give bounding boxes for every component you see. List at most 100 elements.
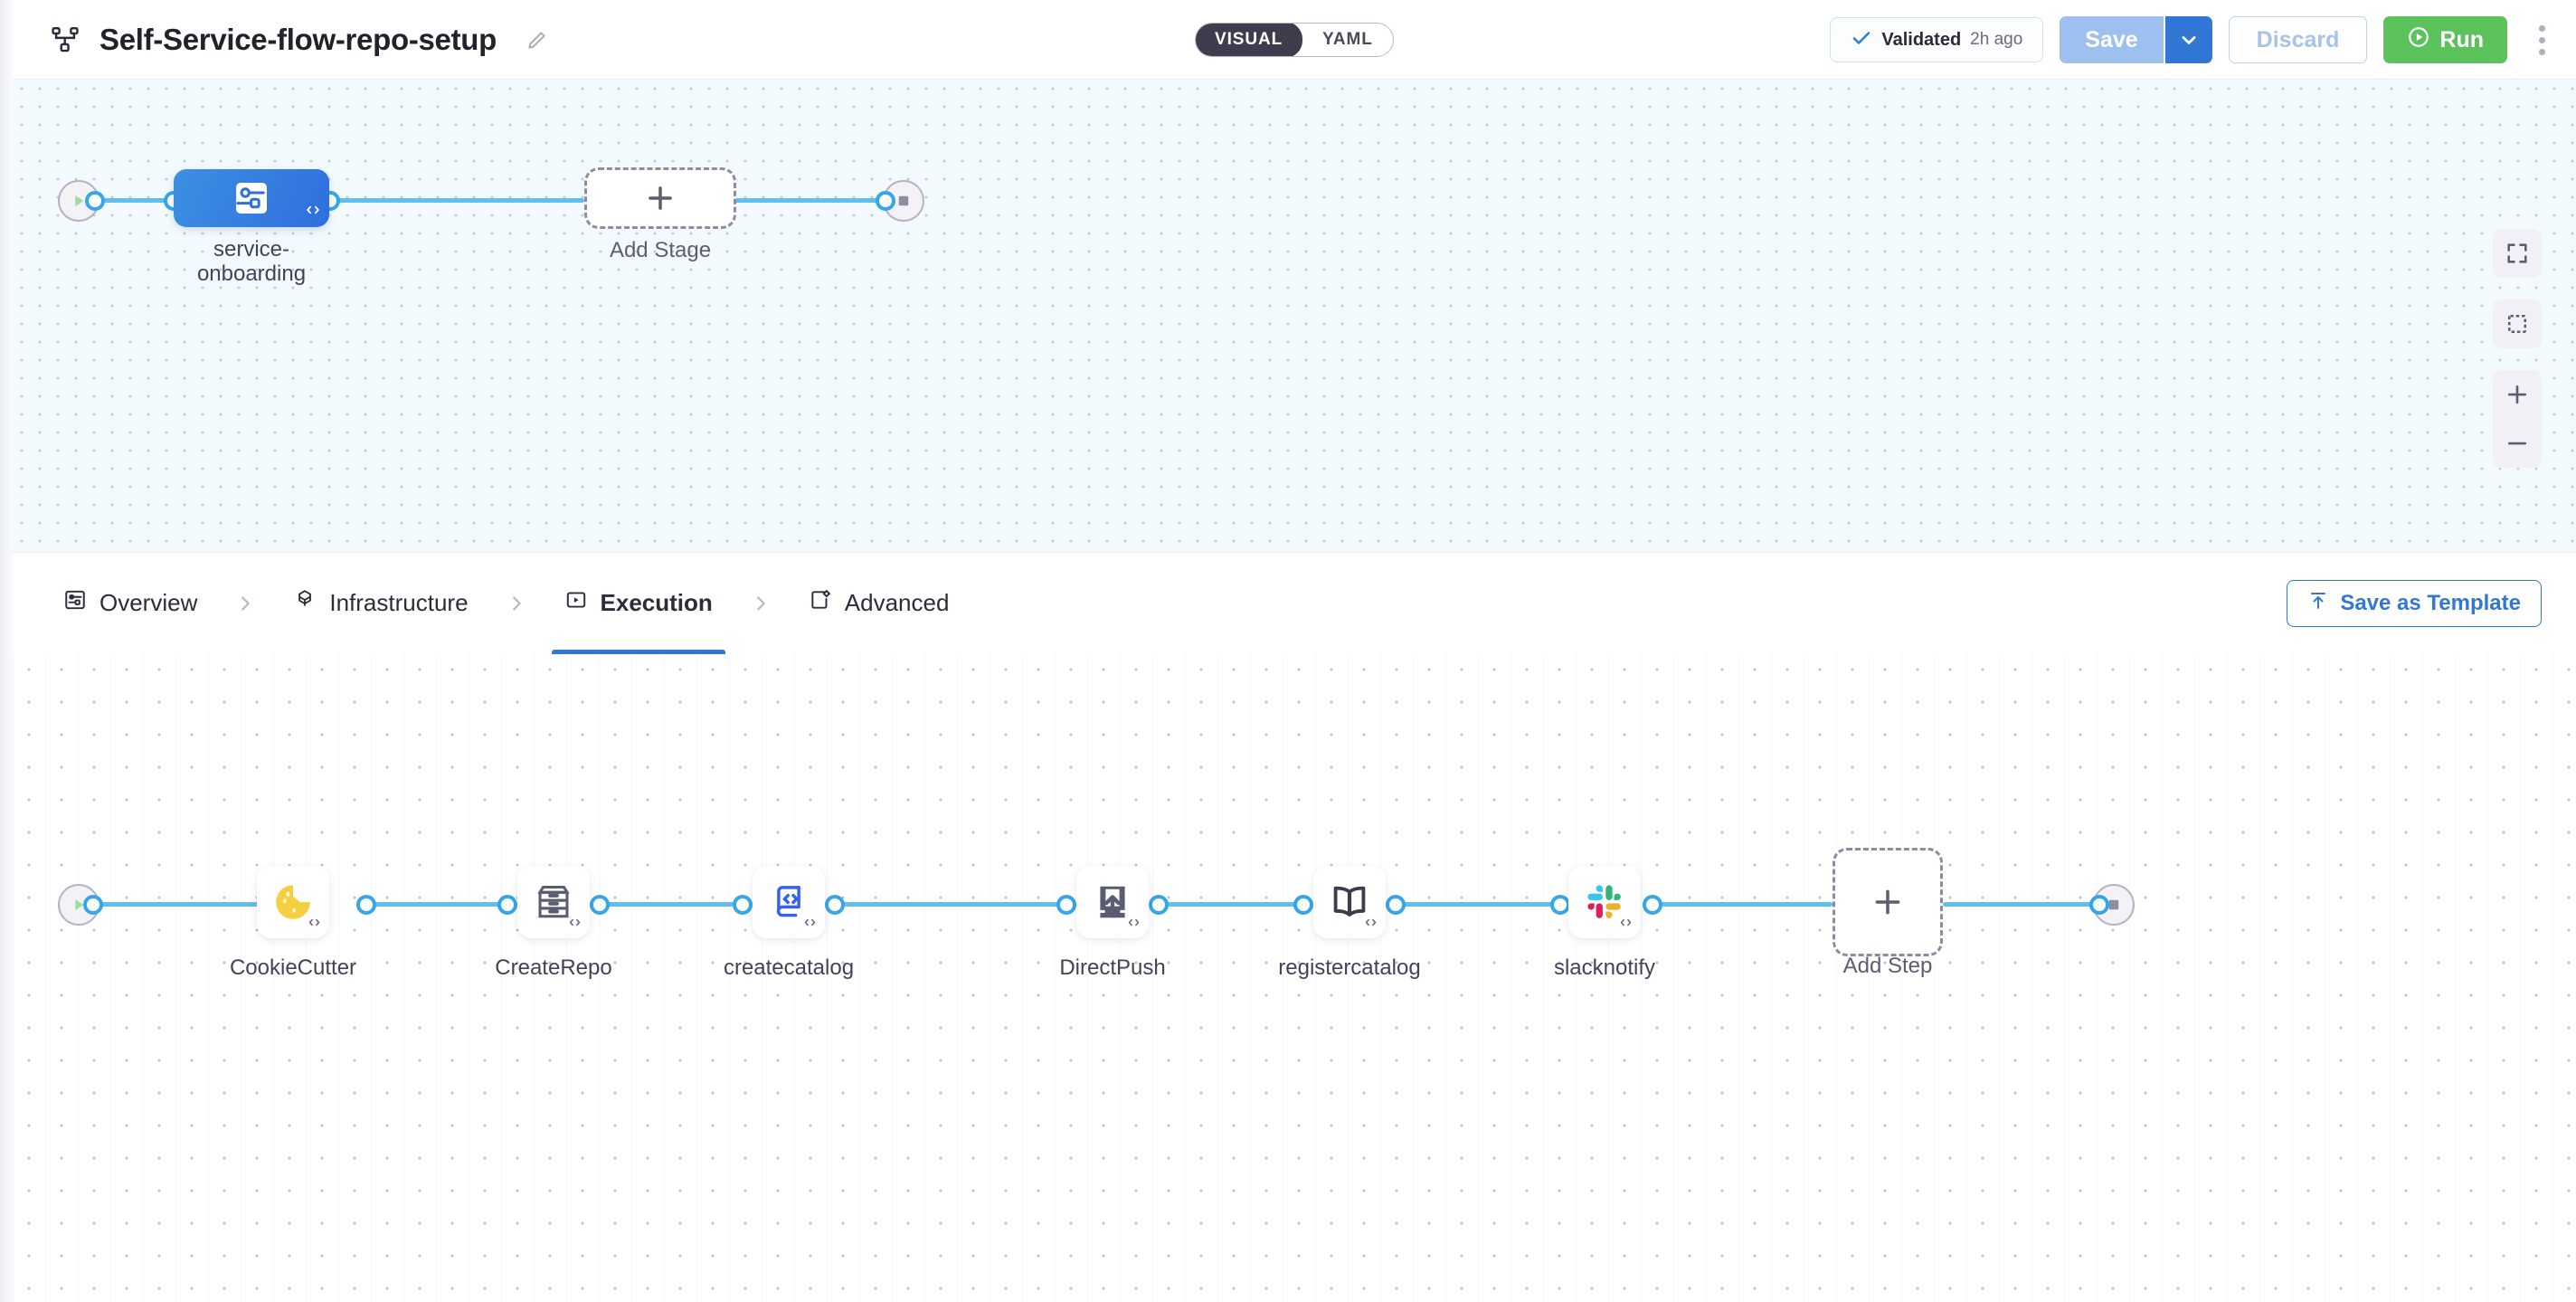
- step-createcatalog-label: createcatalog: [723, 955, 855, 980]
- mode-toggle[interactable]: VISUAL YAML: [1195, 23, 1394, 57]
- chevron-right-icon: [507, 592, 526, 615]
- chevron-down-icon[interactable]: [2163, 16, 2212, 63]
- zoom-out-icon[interactable]: [2493, 419, 2542, 468]
- zoom-controls[interactable]: [2493, 370, 2542, 468]
- more-vertical-icon[interactable]: [2524, 16, 2560, 63]
- step-createcatalog-in-port[interactable]: [733, 895, 753, 915]
- page-title: Self-Service-flow-repo-setup: [99, 22, 497, 56]
- edge-createrepo-to-createcatalog: [599, 902, 742, 907]
- pipeline-flow-icon: [47, 22, 83, 58]
- code-badge-icon: [1618, 915, 1634, 935]
- mode-option-visual[interactable]: VISUAL: [1195, 24, 1303, 56]
- add-stage-button[interactable]: [584, 167, 736, 229]
- step-createrepo-in-port[interactable]: [497, 895, 517, 915]
- save-as-template-button[interactable]: Save as Template: [2287, 580, 2542, 627]
- slack-icon: [1583, 880, 1626, 924]
- discard-button[interactable]: Discard: [2228, 16, 2368, 63]
- repository-icon: [532, 880, 575, 924]
- edge-addstep-to-stop: [1943, 902, 2098, 907]
- step-registercatalog-in-port[interactable]: [1293, 895, 1313, 915]
- play-icon: [75, 195, 84, 206]
- tab-infrastructure[interactable]: Infrastructure: [286, 553, 475, 654]
- stop-square-icon: [2108, 899, 2119, 910]
- edge-createcatalog-to-directpush: [834, 902, 1065, 907]
- step-node-cookiecutter[interactable]: [257, 866, 329, 938]
- step-slacknotify-in-port[interactable]: [1550, 895, 1570, 915]
- tab-overview-label: Overview: [99, 589, 198, 616]
- validated-label: Validated: [1881, 29, 1962, 50]
- overview-icon: [63, 588, 87, 618]
- execution-icon: [564, 588, 588, 618]
- step-directpush-in-port[interactable]: [1056, 895, 1076, 915]
- app-header: Self-Service-flow-repo-setup VISUAL YAML…: [13, 0, 2576, 80]
- save-as-template-label: Save as Template: [2340, 591, 2521, 615]
- step-stop-port[interactable]: [2089, 895, 2109, 915]
- status-badge-validated[interactable]: Validated 2h ago: [1830, 17, 2044, 62]
- edge-start-to-stage: [67, 198, 172, 203]
- open-book-icon: [1328, 880, 1371, 924]
- edge-registercatalog-to-slacknotify: [1395, 902, 1559, 907]
- save-button-group[interactable]: Save: [2060, 16, 2212, 63]
- step-directpush-label: DirectPush: [1059, 955, 1166, 980]
- step-createcatalog-out-port[interactable]: [825, 895, 845, 915]
- step-directpush-out-port[interactable]: [1149, 895, 1169, 915]
- tab-advanced[interactable]: Advanced: [801, 553, 957, 654]
- stage-flow-icon: [236, 183, 267, 214]
- chevron-right-icon: [235, 592, 255, 615]
- step-slacknotify-label: slacknotify: [1553, 955, 1656, 980]
- save-button[interactable]: Save: [2060, 16, 2164, 63]
- plus-icon: [1875, 889, 1900, 915]
- step-slacknotify-out-port[interactable]: [1643, 895, 1662, 915]
- stage-tabbar: Overview Infrastructure: [13, 552, 2576, 654]
- fit-to-screen-icon[interactable]: [2493, 229, 2542, 278]
- add-stage-label: Add Stage: [609, 238, 712, 262]
- step-node-createcatalog[interactable]: [753, 866, 825, 938]
- push-upload-icon: [1091, 880, 1134, 924]
- stage-node-service-onboarding[interactable]: [174, 169, 329, 227]
- step-createrepo-label: CreateRepo: [495, 955, 612, 980]
- selection-box-icon[interactable]: [2493, 299, 2542, 348]
- edge-cookiecutter-to-createrepo: [365, 902, 507, 907]
- step-cookiecutter-label: CookieCutter: [229, 955, 357, 980]
- edge-start-to-cookiecutter: [65, 902, 273, 907]
- step-start-port[interactable]: [83, 895, 103, 915]
- stage-canvas-controls[interactable]: [2493, 229, 2542, 468]
- stage-stop-port[interactable]: [876, 191, 895, 211]
- code-badge-icon: [1126, 915, 1141, 935]
- edge-directpush-to-registercatalog: [1158, 902, 1302, 907]
- edge-slacknotify-to-addstep: [1652, 902, 1833, 907]
- add-step-label: Add Step: [1842, 954, 1933, 978]
- zoom-in-icon[interactable]: [2493, 370, 2542, 419]
- edge-addstage-to-stop: [734, 198, 888, 203]
- step-node-slacknotify[interactable]: [1568, 866, 1641, 938]
- code-badge-icon: [307, 915, 322, 935]
- step-node-directpush[interactable]: [1076, 866, 1149, 938]
- stop-square-icon: [898, 195, 909, 206]
- advanced-icon: [809, 588, 832, 618]
- upload-template-icon: [2307, 590, 2329, 618]
- tab-overview[interactable]: Overview: [56, 553, 204, 654]
- step-registercatalog-out-port[interactable]: [1386, 895, 1406, 915]
- cookie-icon: [271, 880, 315, 924]
- tab-execution-label: Execution: [600, 589, 713, 616]
- code-badge-icon: [567, 915, 582, 935]
- step-node-registercatalog[interactable]: [1313, 866, 1386, 938]
- run-button[interactable]: Run: [2383, 16, 2507, 63]
- code-badge-icon: [304, 201, 322, 223]
- pencil-edit-icon[interactable]: [522, 24, 553, 55]
- tab-advanced-label: Advanced: [844, 589, 950, 616]
- stage-canvas[interactable]: service- onboarding Add Stage: [13, 80, 2576, 552]
- code-badge-icon: [1363, 915, 1378, 935]
- step-node-createrepo[interactable]: [517, 866, 590, 938]
- play-circle-icon: [2407, 25, 2430, 55]
- mode-option-yaml[interactable]: YAML: [1322, 30, 1373, 49]
- tab-infrastructure-label: Infrastructure: [329, 589, 469, 616]
- execution-canvas[interactable]: CookieCutter: [13, 653, 2576, 1302]
- step-createrepo-out-port[interactable]: [590, 895, 610, 915]
- step-cookiecutter-out-port[interactable]: [356, 895, 376, 915]
- stage-start-port[interactable]: [85, 191, 105, 211]
- left-edge-rail: [0, 0, 13, 1302]
- tab-execution[interactable]: Execution: [551, 553, 726, 654]
- play-icon: [75, 899, 84, 910]
- add-step-button[interactable]: [1833, 848, 1943, 956]
